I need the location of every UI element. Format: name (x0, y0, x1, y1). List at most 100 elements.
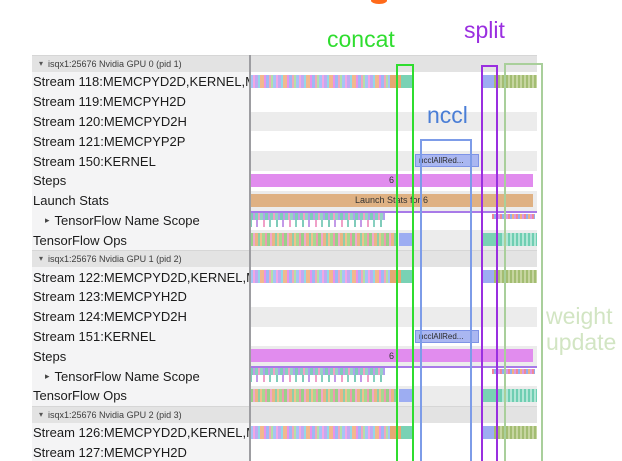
row-label-text: Stream 150:KERNEL (33, 153, 156, 169)
tfops-teal-segment[interactable] (481, 388, 500, 402)
row-label-text: Stream 127:MEMCPYH2D (33, 444, 187, 460)
weight-update-line1: weight (546, 303, 613, 329)
namescope-ticks[interactable] (250, 375, 385, 383)
tfops-weight-update-segment[interactable] (500, 388, 537, 402)
memcpy-segment[interactable] (390, 75, 401, 88)
trace-row: Stream 118:MEMCPYD2D,KERNEL,ME (32, 72, 537, 92)
stream-activity-bar[interactable] (250, 75, 390, 88)
row-timeline (250, 91, 537, 112)
namescope-line[interactable] (250, 366, 537, 369)
row-label: TensorFlow Ops (32, 230, 250, 251)
row-timeline (250, 210, 537, 231)
trace-row: Launch Stats Launch Stats for 6 (32, 190, 537, 211)
row-timeline (250, 366, 537, 386)
split-kernel-segment[interactable] (481, 425, 494, 439)
trace-row: Stream 120:MEMCPYD2H (32, 111, 537, 132)
row-timeline (250, 306, 537, 327)
namescope-band[interactable] (250, 212, 385, 220)
trace-row: TensorFlow Ops (32, 230, 537, 251)
namescope-right-strip[interactable] (492, 213, 535, 219)
row-label-text: Stream 121:MEMCPYP2P (33, 133, 186, 149)
row-label: Stream 150:KERNEL (32, 151, 250, 171)
namescope-right-strip[interactable] (492, 369, 535, 375)
expand-triangle-icon[interactable]: ▸ (45, 370, 50, 381)
row-timeline: Launch Stats for 6 (250, 190, 537, 211)
sidebar-timeline-divider[interactable] (249, 55, 251, 461)
trace-row: Stream 123:MEMCPYH2D (32, 286, 537, 307)
step-bar[interactable]: 6 (250, 173, 533, 187)
trace-row: Stream 126:MEMCPYD2D,KERNEL,MI (32, 422, 537, 443)
trace-row: Stream 151:KERNEL ncclAllRed... (32, 326, 537, 347)
tfops-split-segment[interactable] (399, 233, 412, 247)
row-label: Steps (32, 170, 250, 191)
launch-stats-bar[interactable]: Launch Stats for 6 (250, 193, 533, 207)
row-label: Stream 124:MEMCPYD2H (32, 306, 250, 327)
weight-update-segment[interactable] (494, 425, 537, 439)
gpu-section-header[interactable]: ▾ isqx1:25676 Nvidia GPU 0 (pid 1) (32, 55, 537, 72)
weight-update-segment[interactable] (494, 75, 537, 88)
stream-activity-bar[interactable] (250, 270, 390, 284)
row-label-text: Stream 126:MEMCPYD2D,KERNEL,MI (33, 425, 250, 441)
row-label: Launch Stats (32, 190, 250, 211)
row-label: Stream 121:MEMCPYP2P (32, 131, 250, 152)
trace-row: Stream 124:MEMCPYD2H (32, 306, 537, 327)
gpu-section-header[interactable]: ▾isqx1:25676 Nvidia GPU 1 (pid 2) (32, 250, 537, 268)
row-label-text: TensorFlow Name Scope (54, 368, 200, 384)
row-label-text: Launch Stats (33, 193, 109, 209)
concat-kernel-segment[interactable] (401, 425, 414, 439)
trace-row: Stream 121:MEMCPYP2P (32, 131, 537, 152)
nccl-allreduce-bar[interactable]: ncclAllRed... (415, 154, 479, 168)
row-timeline (250, 111, 537, 132)
row-label: Stream 118:MEMCPYD2D,KERNEL,ME (32, 72, 250, 92)
tfops-activity-bar[interactable] (250, 233, 397, 247)
row-timeline: ncclAllRed... (250, 326, 537, 347)
row-label-text: Stream 122:MEMCPYD2D,KERNEL,MI (33, 269, 250, 285)
memcpy-segment[interactable] (390, 425, 401, 439)
row-label-text: Stream 120:MEMCPYD2H (33, 113, 187, 129)
row-timeline: 6 (250, 170, 537, 191)
tfops-activity-bar[interactable] (250, 388, 397, 402)
step-bar[interactable]: 6 (250, 349, 533, 363)
weight-update-line2: update (546, 329, 617, 356)
row-timeline (250, 422, 537, 443)
weight-update-annotation-label: weight update (546, 303, 616, 356)
concat-kernel-segment[interactable] (401, 270, 414, 284)
row-timeline: ncclAllRed... (250, 151, 537, 171)
concat-kernel-segment[interactable] (401, 75, 414, 88)
row-label: Stream 120:MEMCPYD2H (32, 111, 250, 132)
collapse-triangle-icon[interactable]: ▾ (39, 409, 44, 419)
row-timeline (250, 442, 537, 461)
namescope-ticks[interactable] (250, 219, 385, 227)
gpu-section-title: isqx1:25676 Nvidia GPU 0 (pid 1) (48, 59, 182, 69)
tfops-weight-update-segment[interactable] (500, 233, 537, 247)
split-annotation-label: split (464, 17, 505, 43)
memcpy-segment[interactable] (390, 270, 401, 284)
split-kernel-segment[interactable] (481, 75, 494, 88)
row-label: TensorFlow Ops (32, 385, 250, 406)
row-label: ▸ TensorFlow Name Scope (32, 366, 250, 386)
row-label-text: TensorFlow Ops (33, 232, 127, 248)
row-label-text: TensorFlow Ops (33, 388, 127, 404)
trace-row: Stream 127:MEMCPYH2D (32, 442, 537, 461)
namescope-band[interactable] (250, 368, 385, 376)
collapse-triangle-icon[interactable]: ▾ (39, 254, 44, 264)
trace-row: Stream 119:MEMCPYH2D (32, 91, 537, 112)
row-label: Stream 126:MEMCPYD2D,KERNEL,MI (32, 422, 250, 443)
namescope-line[interactable] (250, 210, 537, 213)
nccl-allreduce-bar[interactable]: ncclAllRed... (415, 329, 479, 343)
collapse-triangle-icon[interactable]: ▾ (39, 59, 44, 68)
stream-activity-bar[interactable] (250, 425, 390, 439)
row-label-text: Stream 151:KERNEL (33, 328, 156, 344)
split-kernel-segment[interactable] (481, 270, 494, 284)
row-timeline (250, 230, 537, 251)
weight-update-segment[interactable] (494, 270, 537, 284)
concat-annotation-label: concat (327, 26, 395, 52)
trace-row: ▸ TensorFlow Name Scope (32, 366, 537, 386)
expand-triangle-icon[interactable]: ▸ (45, 214, 50, 225)
tfops-split-segment[interactable] (399, 388, 412, 402)
gpu-section-header[interactable]: ▾isqx1:25676 Nvidia GPU 2 (pid 3) (32, 405, 537, 423)
row-timeline: 6 (250, 346, 537, 367)
tfops-teal-segment[interactable] (481, 233, 500, 247)
